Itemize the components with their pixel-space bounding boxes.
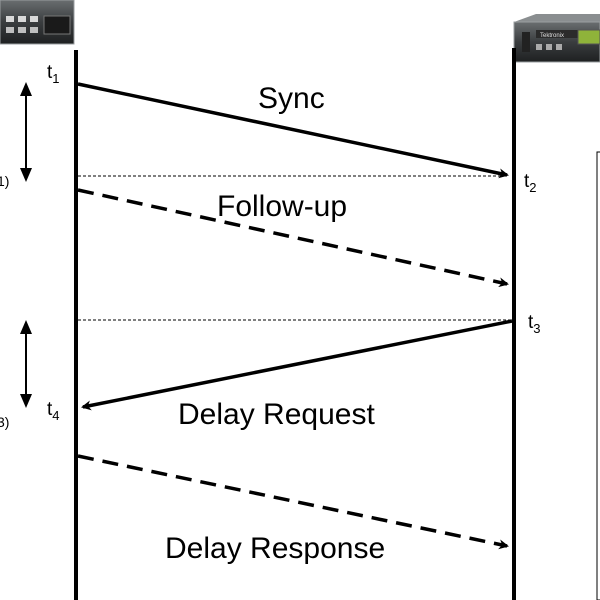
device-brand-label: Tektronix xyxy=(540,33,564,39)
device-screen xyxy=(577,29,600,45)
sync-arrow xyxy=(77,82,509,179)
interval-arrow-upper xyxy=(20,82,32,182)
master-device-image xyxy=(0,0,75,45)
t4-label: t4 xyxy=(47,399,60,423)
delay-response-arrow xyxy=(77,454,509,550)
sync-label: Sync xyxy=(258,82,325,115)
delay-request-arrow xyxy=(81,319,513,411)
slave-device-image: Tektronix xyxy=(513,14,600,63)
t2-label: t2 xyxy=(524,171,537,195)
t3-label: t3 xyxy=(528,312,541,336)
lower-interval-label-cropped: 3) xyxy=(0,414,9,430)
upper-interval-label-cropped: 1) xyxy=(0,173,9,189)
follow-up-label: Follow-up xyxy=(217,190,347,223)
follow-up-arrow xyxy=(77,188,509,288)
t1-label: t1 xyxy=(47,62,60,86)
delay-response-label: Delay Response xyxy=(165,532,385,565)
interval-arrow-lower xyxy=(20,320,32,408)
delay-request-label: Delay Request xyxy=(178,398,375,431)
side-panel-box xyxy=(596,151,600,600)
